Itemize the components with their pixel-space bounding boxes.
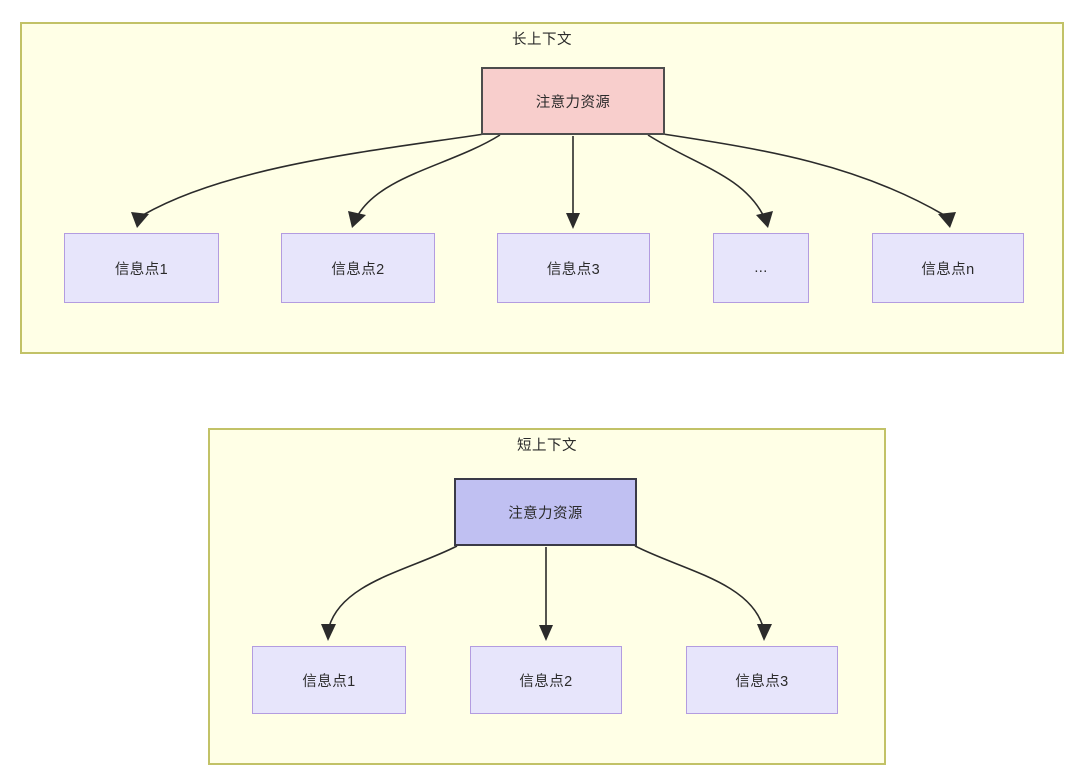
node-info-point-long-1-label: 信息点1 [114,261,169,278]
node-info-point-long-3[interactable]: 信息点3 [497,233,650,303]
node-info-point-long-1[interactable]: 信息点1 [64,233,219,303]
node-attention-resource-short[interactable]: 注意力资源 [454,478,637,546]
node-info-point-short-2-label: 信息点2 [519,673,573,690]
node-attention-resource-short-label: 注意力资源 [508,505,583,522]
node-info-point-long-3-label: 信息点3 [546,261,601,278]
node-info-point-long-ellipsis-label: ... [754,260,768,276]
node-info-point-short-3-label: 信息点3 [735,673,789,690]
node-attention-resource-long-label: 注意力资源 [535,94,611,111]
node-info-point-long-2[interactable]: 信息点2 [281,233,435,303]
node-attention-resource-long[interactable]: 注意力资源 [481,67,665,135]
node-info-point-short-3[interactable]: 信息点3 [686,646,838,714]
node-info-point-short-2[interactable]: 信息点2 [470,646,622,714]
node-info-point-long-n-label: 信息点n [921,261,975,278]
node-info-point-short-1[interactable]: 信息点1 [252,646,406,714]
node-info-point-short-1-label: 信息点1 [302,673,356,690]
node-info-point-long-n[interactable]: 信息点n [872,233,1024,303]
node-info-point-long-ellipsis[interactable]: ... [713,233,809,303]
node-info-point-long-2-label: 信息点2 [331,261,385,278]
group-long-context-title: 长上下文 [512,32,572,48]
group-short-context-title: 短上下文 [517,438,577,454]
